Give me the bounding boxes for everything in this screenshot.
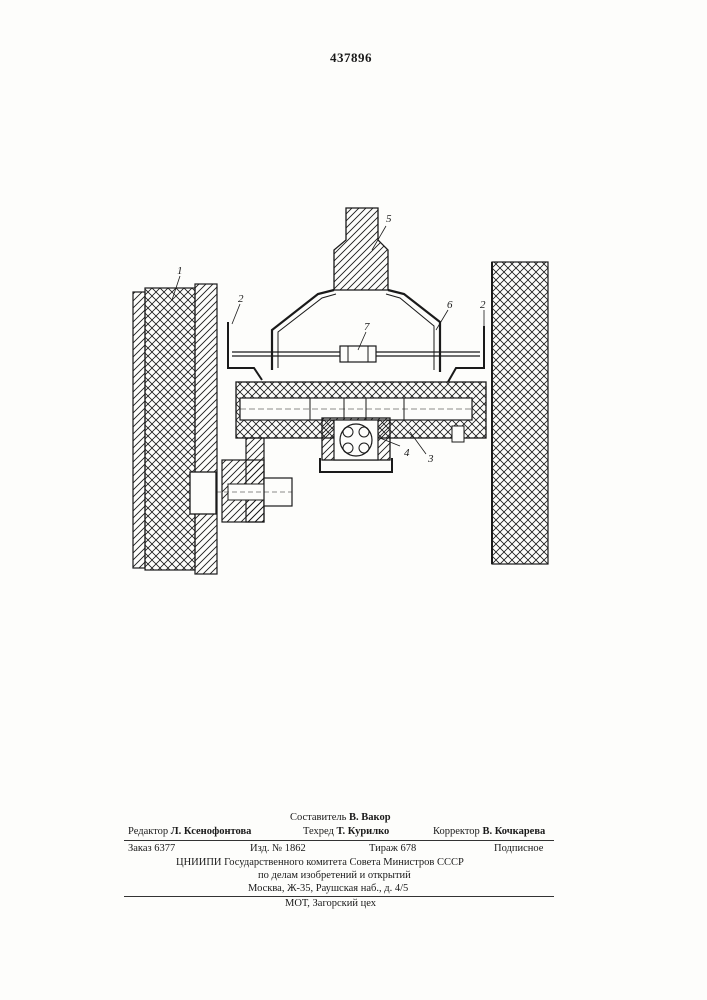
divider: [124, 896, 554, 897]
editor-line: Редактор Л. Ксенофонтова: [128, 826, 251, 837]
right-fixture: [452, 426, 464, 442]
compiler-label: Составитель: [290, 812, 346, 823]
left-wall: [133, 284, 217, 574]
divider: [124, 840, 554, 841]
techred-name: Т. Курилко: [337, 826, 390, 837]
label-2-right: 2: [480, 299, 486, 311]
edition-number: Изд. № 1862: [250, 843, 306, 854]
corrector-line: Корректор В. Кочкарева: [433, 826, 545, 837]
compiler-name: В. Вакор: [349, 812, 391, 823]
cable-housing-4: [320, 418, 392, 472]
label-4: 4: [404, 447, 410, 459]
techred-line: Техред Т. Курилко: [303, 826, 389, 837]
techred-label: Техред: [303, 826, 334, 837]
rod-7: [232, 346, 480, 362]
label-2-left: 2: [238, 293, 244, 305]
printer: МОТ, Загорский цех: [285, 898, 376, 909]
corrector-label: Корректор: [433, 826, 480, 837]
label-5: 5: [386, 213, 392, 225]
subscription: Подписное: [494, 843, 543, 854]
org-line-3: Москва, Ж-35, Раушская наб., д. 4/5: [248, 883, 408, 894]
org-line-1: ЦНИИПИ Государственного комитета Совета …: [176, 857, 464, 868]
editor-label: Редактор: [128, 826, 168, 837]
editor-name: Л. Ксенофонтова: [171, 826, 252, 837]
label-3: 3: [427, 453, 434, 465]
circulation: Тираж 678: [369, 843, 416, 854]
label-7: 7: [364, 321, 370, 333]
org-line-2: по делам изобретений и открытий: [258, 870, 411, 881]
corrector-name: В. Кочкарева: [482, 826, 545, 837]
order-number: Заказ 6377: [128, 843, 175, 854]
label-6: 6: [447, 299, 453, 311]
right-wall: [492, 262, 548, 564]
label-1: 1: [177, 265, 183, 277]
compiler-line: Составитель В. Вакор: [290, 812, 391, 823]
